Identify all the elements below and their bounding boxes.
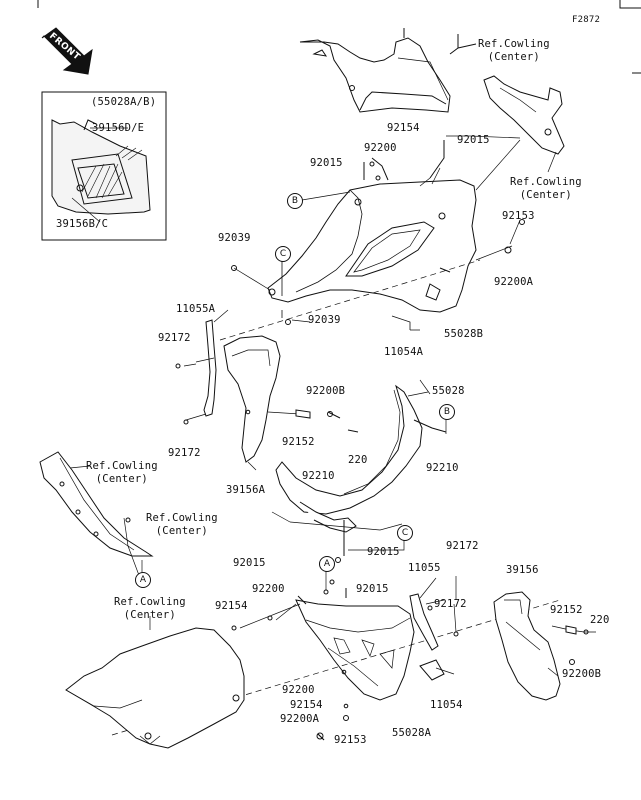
- part-92039-left: 92039: [218, 232, 251, 244]
- ref-cowling-center-right: Ref.Cowling (Center): [510, 176, 582, 201]
- part-55028B: 55028B: [444, 328, 484, 340]
- marker-b-upper: B: [287, 193, 303, 209]
- frame-corner-marks: [37, 0, 641, 74]
- inset-part-bottom: 39156B/C: [56, 218, 109, 230]
- part-11054A: 11054A: [384, 346, 424, 358]
- marker-b-lower: B: [439, 404, 455, 420]
- part-92152-center: 92152: [282, 436, 315, 448]
- marker-a-left: A: [135, 572, 151, 588]
- part-39156: 39156: [506, 564, 539, 576]
- marker-a-mid: A: [319, 556, 335, 572]
- part-92200-top: 92200: [364, 142, 397, 154]
- marker-c-upper: C: [275, 246, 291, 262]
- part-92154-top: 92154: [387, 122, 420, 134]
- front-arrow-icon: [41, 27, 93, 75]
- part-92153-bottom: 92153: [334, 734, 367, 746]
- part-55028A: 55028A: [392, 727, 432, 739]
- part-11055A: 11055A: [176, 303, 216, 315]
- part-92039-bottom: 92039: [308, 314, 341, 326]
- part-92200A-bottom: 92200A: [280, 713, 320, 725]
- part-92015-top: 92015: [457, 134, 490, 146]
- part-92200-lower-left: 92200: [252, 583, 285, 595]
- inset-inner-panel: [71, 153, 133, 205]
- part-92154-bottom: 92154: [290, 699, 323, 711]
- ref-cowling-center-top: Ref.Cowling (Center): [478, 38, 550, 63]
- marker-c-lower: C: [397, 525, 413, 541]
- part-92172-upper: 92172: [158, 332, 191, 344]
- part-92153-right: 92153: [502, 210, 535, 222]
- inset-panel-drawing: [51, 119, 151, 215]
- part-92015-mid: 92015: [367, 546, 400, 558]
- inset-frame: [41, 91, 167, 241]
- ref-cowling-center-left: Ref.Cowling (Center): [86, 460, 158, 485]
- part-92154-lower-left: 92154: [215, 600, 248, 612]
- ref-cowling-center-bottom: Ref.Cowling (Center): [114, 596, 186, 621]
- part-92172-lower: 92172: [168, 447, 201, 459]
- part-92210-right: 92210: [426, 462, 459, 474]
- part-92200B-right: 92200B: [562, 668, 602, 680]
- figure-code: F2872: [572, 15, 601, 25]
- part-92015-left: 92015: [310, 157, 343, 169]
- ref-cowling-center-mid: Ref.Cowling (Center): [146, 512, 218, 537]
- part-92200-bottom: 92200: [282, 684, 315, 696]
- part-92015-lower-mid: 92015: [356, 583, 389, 595]
- part-55028: 55028: [432, 385, 465, 397]
- part-92172-right-lower: 92172: [434, 598, 467, 610]
- part-92015-lower-left: 92015: [233, 557, 266, 569]
- part-11054: 11054: [430, 699, 463, 711]
- part-220-center: 220: [348, 454, 368, 466]
- part-92152-right: 92152: [550, 604, 583, 616]
- inset-part-top: 39156D/E: [92, 122, 145, 134]
- part-220-right: 220: [590, 614, 610, 626]
- part-92172-right-upper: 92172: [446, 540, 479, 552]
- part-92200A-right: 92200A: [494, 276, 534, 288]
- part-39156A: 39156A: [226, 484, 266, 496]
- part-11055: 11055: [408, 562, 441, 574]
- part-92200B-center: 92200B: [306, 385, 346, 397]
- part-92210-left: 92210: [302, 470, 335, 482]
- inset-header: (55028A/B): [91, 96, 157, 108]
